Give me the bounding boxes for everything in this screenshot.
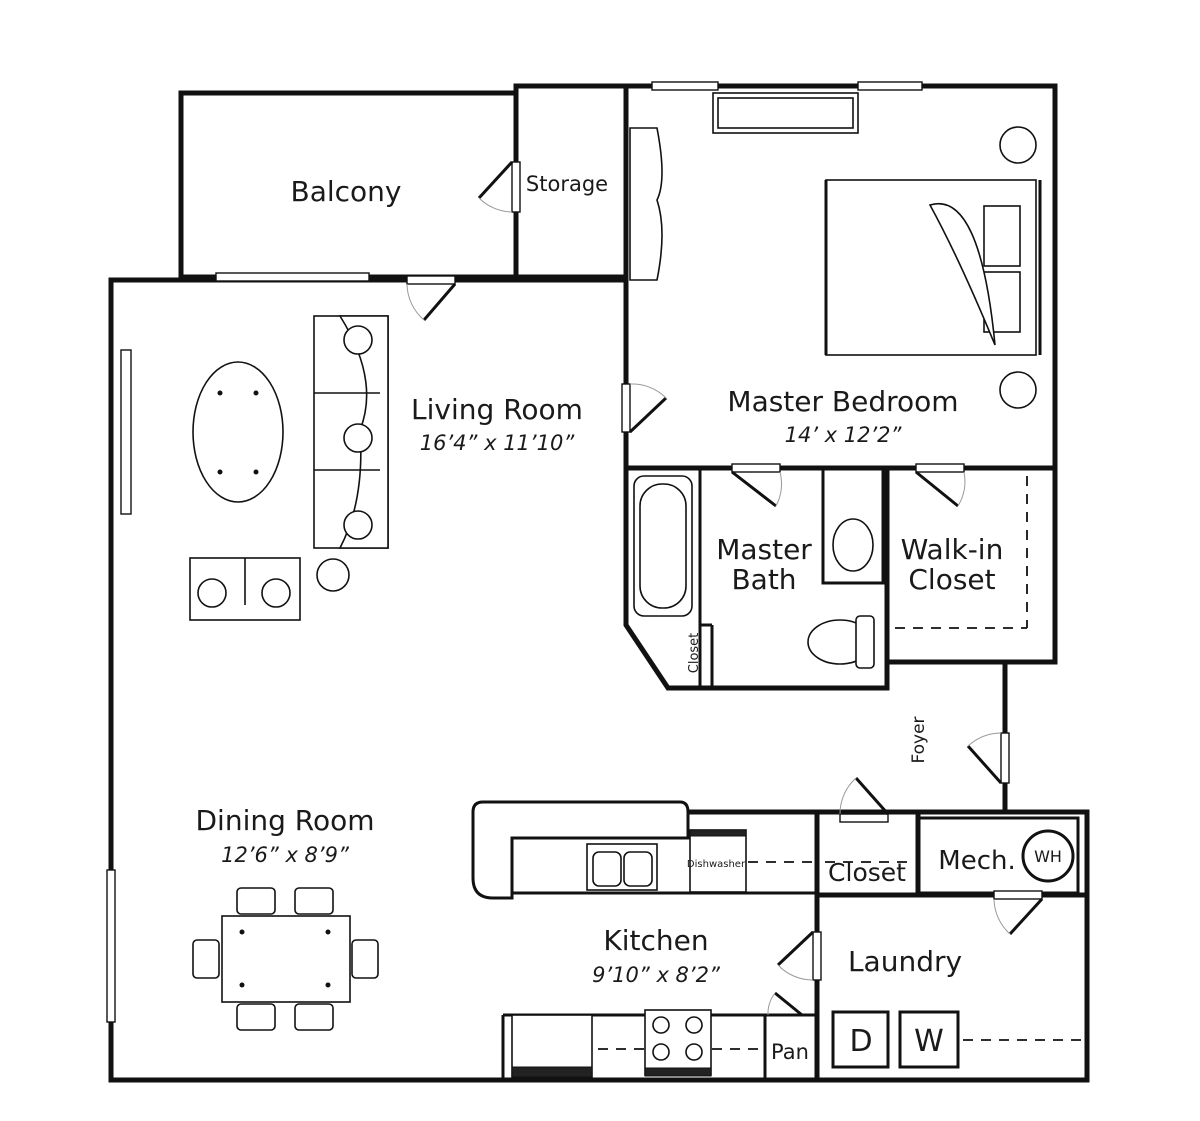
dishwasher [689,829,747,893]
walkin-closet-label: Walk-in [901,533,1004,566]
sink [832,518,874,572]
walkin-door [915,463,965,473]
bath-door-leaf [731,470,777,508]
water-heater-label: WH [1034,847,1062,866]
balcony-window [215,272,370,282]
bedroom-window-right [857,81,923,91]
dining-room-dimensions: 12’6” x 8’9” [221,843,350,867]
laundry-door-leaf [776,930,815,967]
dining-room-label: Dining Room [195,804,374,837]
storage-label: Storage [526,172,608,196]
storage-door [511,161,521,213]
dining-window [106,869,116,1023]
kitchen-bar [471,800,690,900]
bedroom-door-leaf [628,396,668,434]
master-bedroom-label: Master Bedroom [727,385,958,418]
side-table [316,558,350,592]
bed-sheet-fold [928,202,996,346]
laundry-label: Laundry [848,945,962,978]
closet-label: Closet [828,858,906,887]
mech-door [993,890,1043,900]
walkin-closet-label-2: Closet [908,563,995,596]
kitchen-fixtures [471,800,1083,1080]
balcony-door-leaf [422,283,457,321]
pantry-label: Pan [771,1040,809,1064]
master-bedroom-dimensions: 14’ x 12’2” [785,423,903,447]
entry-door-leaf [966,745,1003,784]
pantry-door-leaf [774,991,803,1017]
living-window [120,349,132,515]
living-room-label: Living Room [411,393,583,426]
washer-label: W [914,1024,944,1059]
balcony-door [406,275,456,285]
kitchen-dimensions: 9’10” x 8’2” [592,963,721,987]
entry-door [1000,732,1010,784]
closet-door-leaf [854,777,890,815]
tub-basin [639,483,687,609]
master-bath-label-2: Bath [731,563,796,596]
dining-furniture [192,887,379,1031]
living-furniture [189,315,389,621]
dishwasher-label: Dishwasher [687,859,746,870]
master-bath-label: Master [716,533,812,566]
bath-door [731,463,781,473]
master-bath-wall [623,468,890,691]
bath-closet-label: Closet [687,633,702,674]
bedroom-door [621,383,631,433]
walkin-closet-wall [887,465,1058,665]
bedroom-window-left [651,81,719,91]
coffee-table [192,361,284,503]
dryer [831,1010,890,1069]
doors [406,160,1044,1017]
nightstand-lamp [999,126,1037,164]
living-room-dimensions: 16’4” x 11’10” [420,431,576,455]
dining-table [221,915,351,1003]
water-heater [1021,829,1075,883]
closet-door [839,813,889,823]
mech-door-leaf [1008,897,1044,936]
chaise [629,127,663,281]
vanity-alcove [821,466,885,585]
labels: Balcony Storage Living Room 16’4” x 11’1… [195,172,1061,1064]
laundry-door [812,931,822,981]
dryer-label: D [849,1024,872,1059]
bath-fixtures [633,475,1028,669]
bedroom-furniture [629,92,1042,409]
windows [106,81,923,1023]
walkin-door-leaf [915,470,959,508]
storage-door-leaf [477,160,514,200]
pillow [983,205,1021,267]
washer [898,1010,960,1069]
dresser-top [717,97,854,129]
mech-label: Mech. [938,846,1015,876]
foyer-label: Foyer [909,716,929,763]
nightstand-lamp-2 [999,371,1037,409]
balcony-label: Balcony [291,175,402,208]
kitchen-label: Kitchen [603,924,708,957]
toilet-tank [855,615,875,669]
